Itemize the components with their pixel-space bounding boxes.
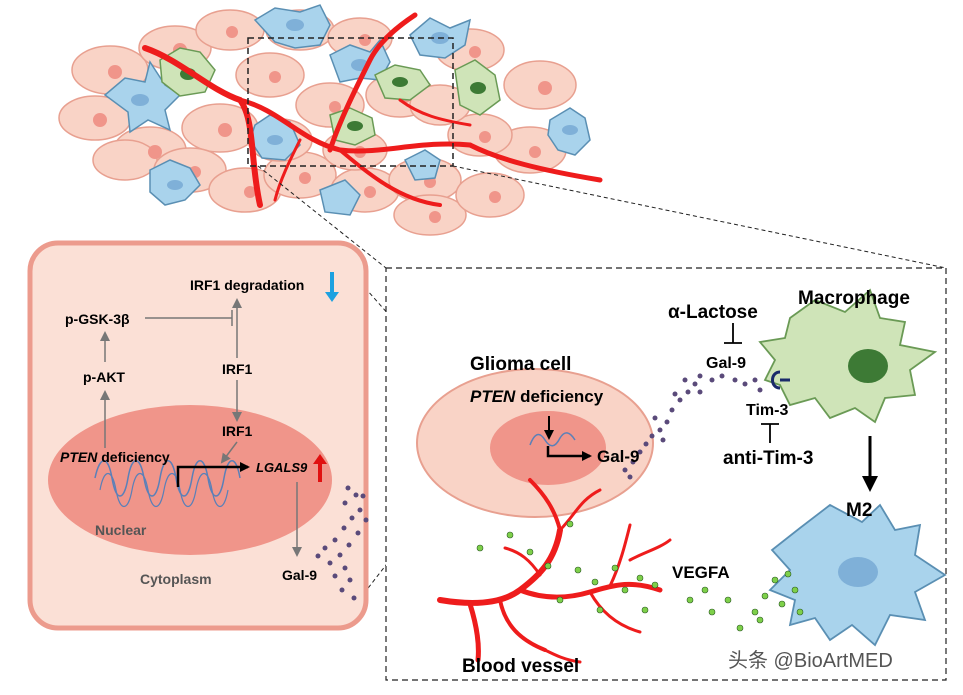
- arrow-irf1-to-lgals9: [220, 441, 238, 464]
- tim3-label: Tim-3: [746, 402, 788, 419]
- macrophage-nucleus: [848, 349, 888, 383]
- blood-vessel-label: Blood vessel: [462, 656, 579, 677]
- pten-gene-label: PTEN: [60, 449, 98, 465]
- glioma-gal9-label: Gal-9: [597, 447, 640, 466]
- cytoplasm-label: Cytoplasm: [140, 571, 212, 587]
- nuclear-label: Nuclear: [95, 522, 147, 538]
- irf1-degradation-label: IRF1 degradation: [190, 277, 304, 293]
- zoom-region-box: [247, 37, 454, 167]
- glioma-pten-label: PTEN deficiency: [470, 387, 604, 406]
- lgals9-transcription-arrow: [176, 462, 250, 487]
- tissue-blood-vessels: [142, 12, 603, 208]
- inset-nucleus: [48, 405, 332, 555]
- p-akt-label: p-AKT: [83, 369, 125, 385]
- lgals9-label: LGALS9: [256, 460, 308, 475]
- macrophage: [758, 288, 938, 424]
- glioma-cell-label: Glioma cell: [470, 354, 571, 375]
- inset-gal9-label: Gal-9: [282, 567, 317, 583]
- cell-signaling-inset: IRF1 degradation p-GSK-3β p-AKT IRF1 IRF…: [27, 240, 369, 631]
- p-gsk3b-label: p-GSK-3β: [65, 311, 130, 327]
- tim3-receptor-icon: [771, 370, 781, 390]
- glioma-pten-gene: PTEN: [470, 387, 516, 406]
- pten-deficiency-label: PTEN deficiency: [60, 449, 170, 465]
- gal9-secretion-dots: [315, 485, 369, 601]
- vegfa-label: VEGFA: [672, 563, 730, 582]
- zoomed-microenvironment-panel: Glioma cell PTEN deficiency Gal-9 α-Lact…: [385, 267, 947, 681]
- m2-label: M2: [846, 500, 872, 521]
- astrocyte-nuclei: [131, 19, 578, 190]
- blood-vessel: [437, 478, 672, 664]
- dna-strand: [94, 460, 241, 497]
- anti-tim3-label: anti-Tim-3: [723, 448, 813, 469]
- glioma-pten-text: deficiency: [515, 387, 603, 406]
- tissue-cluster: [58, 4, 603, 236]
- gal9-expression-arrow: [546, 446, 592, 461]
- alpha-lactose-label: α-Lactose: [668, 302, 758, 323]
- vegfa-dots: [476, 520, 804, 632]
- down-arrow-icon: [325, 272, 339, 302]
- watermark: 头条 @BioArtMED: [728, 649, 893, 672]
- pten-deficiency-text: deficiency: [97, 449, 170, 465]
- irf1-cytoplasm-label: IRF1: [222, 361, 253, 377]
- macrophage-label: Macrophage: [798, 288, 910, 309]
- m2-nucleus: [838, 557, 878, 587]
- gal9-dots: [622, 373, 763, 480]
- gal9-label: Gal-9: [706, 355, 746, 372]
- irf1-nuclear-label: IRF1: [222, 423, 253, 439]
- glioma-dna-icon: [529, 432, 576, 447]
- up-arrow-icon: [313, 454, 327, 482]
